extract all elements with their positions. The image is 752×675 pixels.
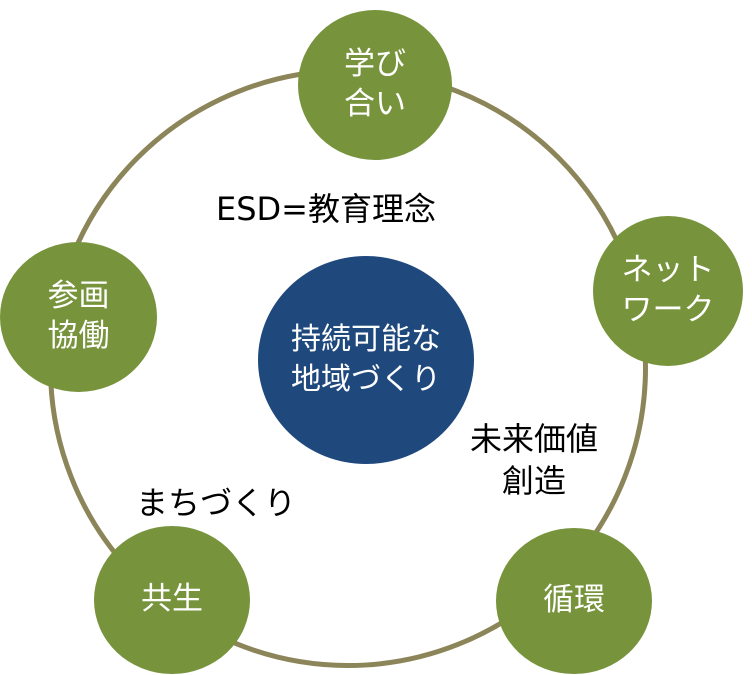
node-network: ネット ワーク xyxy=(593,216,743,366)
future-value-line-1: 未来価値 xyxy=(470,420,599,458)
node-left-line-1: 参画 xyxy=(47,278,110,315)
esd-label: ESD=教育理念 xyxy=(216,190,436,228)
node-learning-together: 学び 合い xyxy=(298,10,452,160)
node-left-line-2: 協働 xyxy=(47,318,110,354)
future-value-label: 未来価値 創造 xyxy=(470,418,598,502)
node-bottom-left-label: 共生 xyxy=(141,581,203,618)
node-right-line-1: ネット xyxy=(621,252,715,289)
node-right-line-2: ワーク xyxy=(621,292,715,328)
center-line-2: 地域づくり xyxy=(291,362,441,397)
node-circulation: 循環 xyxy=(496,528,652,674)
node-coexistence: 共生 xyxy=(94,526,250,674)
center-circle: 持続可能な 地域づくり xyxy=(258,256,474,464)
town-building-label: まちづくり xyxy=(136,484,297,522)
future-value-line-2: 創造 xyxy=(502,462,567,501)
node-participation-collaboration: 参画 協働 xyxy=(0,242,157,392)
center-text: 持続可能な 地域づくり xyxy=(291,320,441,399)
center-line-1: 持続可能な xyxy=(291,322,441,358)
node-top-line-2: 合い xyxy=(344,86,406,122)
node-top-line-1: 学び xyxy=(344,46,406,83)
node-bottom-right-label: 循環 xyxy=(543,582,605,619)
